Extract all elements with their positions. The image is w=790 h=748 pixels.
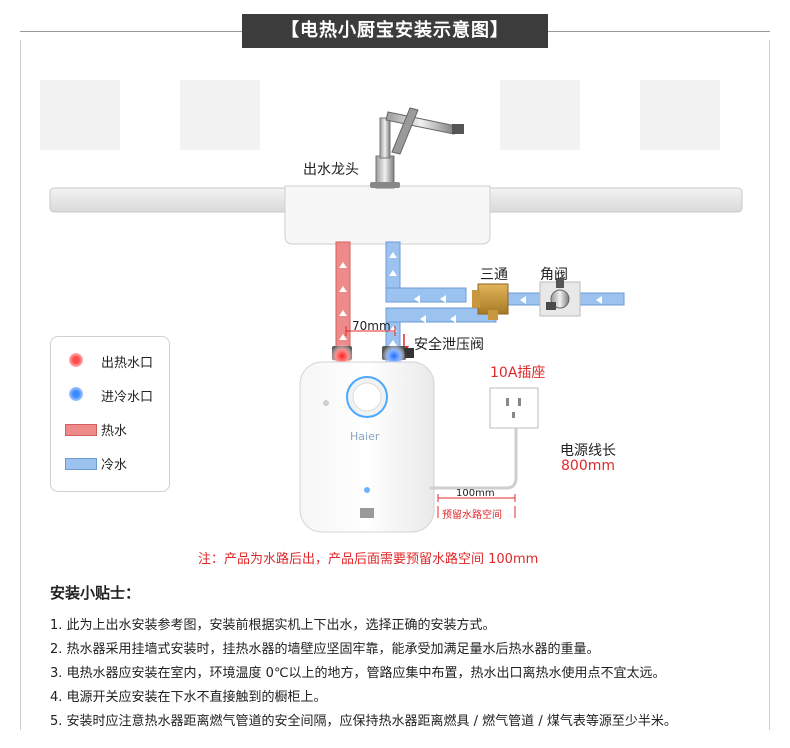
label-angle-valve: 角阀 [540, 267, 568, 283]
tips-title: 安装小贴士： [50, 584, 141, 602]
cold-dot-icon [69, 387, 83, 401]
tip-item: 4. 电源开关应安装在下水不直接触到的橱柜上。 [50, 690, 327, 705]
tip-item: 5. 安装时应注意热水器距离燃气管道的安全间隔，应保持热水器距离燃具 / 燃气管… [50, 714, 677, 729]
hot-pipe-swatch [65, 424, 97, 436]
legend-hot-outlet: 出热水口 [65, 351, 165, 371]
label-faucet: 出水龙头 [303, 162, 359, 178]
tee-fitting-icon [472, 283, 509, 320]
distance-70-bracket [345, 326, 396, 336]
hot-dot-icon [69, 353, 83, 367]
legend-hot-water-label: 热水 [101, 424, 128, 439]
watermark [40, 80, 720, 150]
cold-pipe-swatch [65, 458, 97, 470]
angle-valve-icon [539, 278, 581, 317]
label-power-cord-title: 电源线长 [560, 443, 616, 459]
distance-100-bracket [437, 494, 516, 518]
page-title: 【电热小厨宝安装示意图】 [242, 14, 548, 48]
right-border [769, 40, 770, 730]
brand-logo: Haier [350, 430, 380, 443]
faucet-icon [370, 107, 464, 189]
diagram-graphics [40, 80, 743, 533]
water-heater [299, 361, 435, 533]
socket-icon [489, 387, 539, 429]
cold-pipe-arrows [389, 252, 602, 346]
label-distance-70: 70mm [352, 319, 391, 333]
label-reserve-space: 预留水路空间 [442, 510, 502, 521]
title-rule-right [548, 31, 770, 32]
power-cord [430, 418, 518, 490]
label-safety-valve: 安全泄压阀 [414, 337, 484, 353]
label-tee: 三通 [480, 267, 508, 283]
legend: 出热水口 进冷水口 热水 冷水 [50, 336, 170, 492]
legend-cold-inlet: 进冷水口 [65, 385, 165, 405]
legend-hot-outlet-label: 出热水口 [101, 356, 154, 371]
sink-basin [284, 185, 491, 245]
legend-cold-water: 冷水 [65, 453, 165, 473]
hot-water-pipe [335, 241, 351, 361]
label-socket: 10A插座 [490, 365, 546, 381]
left-border [20, 40, 21, 730]
label-power-cord-length: 800mm [561, 458, 615, 474]
tip-item: 1. 此为上出水安装参考图，安装前根据实机上下出水，选择正确的安装方式。 [50, 618, 496, 633]
hot-pipe-arrows [339, 262, 347, 340]
legend-cold-water-label: 冷水 [101, 458, 128, 473]
legend-hot-water: 热水 [65, 419, 165, 439]
title-rule-left [20, 31, 242, 32]
tip-item: 3. 电热水器应安装在室内，环境温度 0℃以上的地方，管路应集中布置，热水出口离… [50, 666, 666, 681]
tip-item: 2. 热水器采用挂墙式安装时，挂热水器的墙壁应坚固牢靠，能承受加满足量水后热水器… [50, 642, 600, 657]
label-distance-100: 100mm [456, 488, 495, 499]
legend-cold-inlet-label: 进冷水口 [101, 390, 154, 405]
install-note: 注：产品为水路后出，产品后面需要预留水路空间 100mm [198, 552, 539, 567]
installation-diagram: 出水龙头 三通 角阀 70mm 安全泄压阀 10A插座 电源线长 800mm 1… [0, 60, 790, 576]
title-bar: 【电热小厨宝安装示意图】 [0, 14, 790, 48]
install-tips: 安装小贴士： 1. 此为上出水安装参考图，安装前根据实机上下出水，选择正确的安装… [0, 578, 790, 748]
